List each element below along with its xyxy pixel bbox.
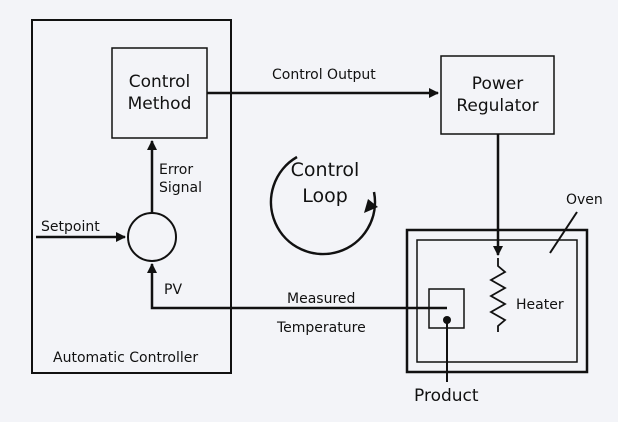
control-loop-label: Control Loop — [280, 158, 370, 209]
setpoint-label: Setpoint — [41, 219, 100, 235]
pv-label: PV — [164, 282, 183, 298]
oven-outer-wall — [405, 228, 589, 374]
summing-junction — [127, 212, 177, 262]
heater-coil — [489, 258, 507, 332]
error-signal-line2: Signal — [159, 179, 203, 196]
measured-line: Measured — [287, 291, 356, 307]
error-signal-label: Error Signal — [159, 162, 202, 197]
automatic-controller-label: Automatic Controller — [53, 350, 199, 366]
control-output-label: Control Output — [272, 67, 376, 83]
power-regulator-line2: Regulator — [456, 96, 539, 117]
control-loop-arrowhead — [364, 199, 378, 213]
feedback-path — [147, 263, 447, 310]
automatic-controller-box — [31, 19, 232, 374]
oven-inner-wall — [416, 239, 578, 363]
control-method-label: Control Method — [112, 71, 207, 115]
control-method-line1: Control — [128, 72, 191, 92]
control-method-line2: Method — [127, 94, 192, 115]
power-regulator-label: Power Regulator — [441, 73, 554, 117]
oven-label: Oven — [566, 192, 603, 208]
power-regulator-line1: Power — [471, 74, 524, 94]
measured-temperature-label: Measured Temperature — [277, 285, 366, 343]
oven-leader-line — [549, 211, 578, 254]
product-label: Product — [414, 386, 479, 406]
control-loop-line2: Loop — [302, 184, 348, 207]
control-loop-arrow — [269, 155, 377, 256]
heater-label: Heater — [516, 297, 564, 313]
error-signal-line1: Error — [159, 162, 194, 178]
control-loop-line1: Control — [290, 159, 360, 181]
temperature-line: Temperature — [277, 320, 366, 336]
